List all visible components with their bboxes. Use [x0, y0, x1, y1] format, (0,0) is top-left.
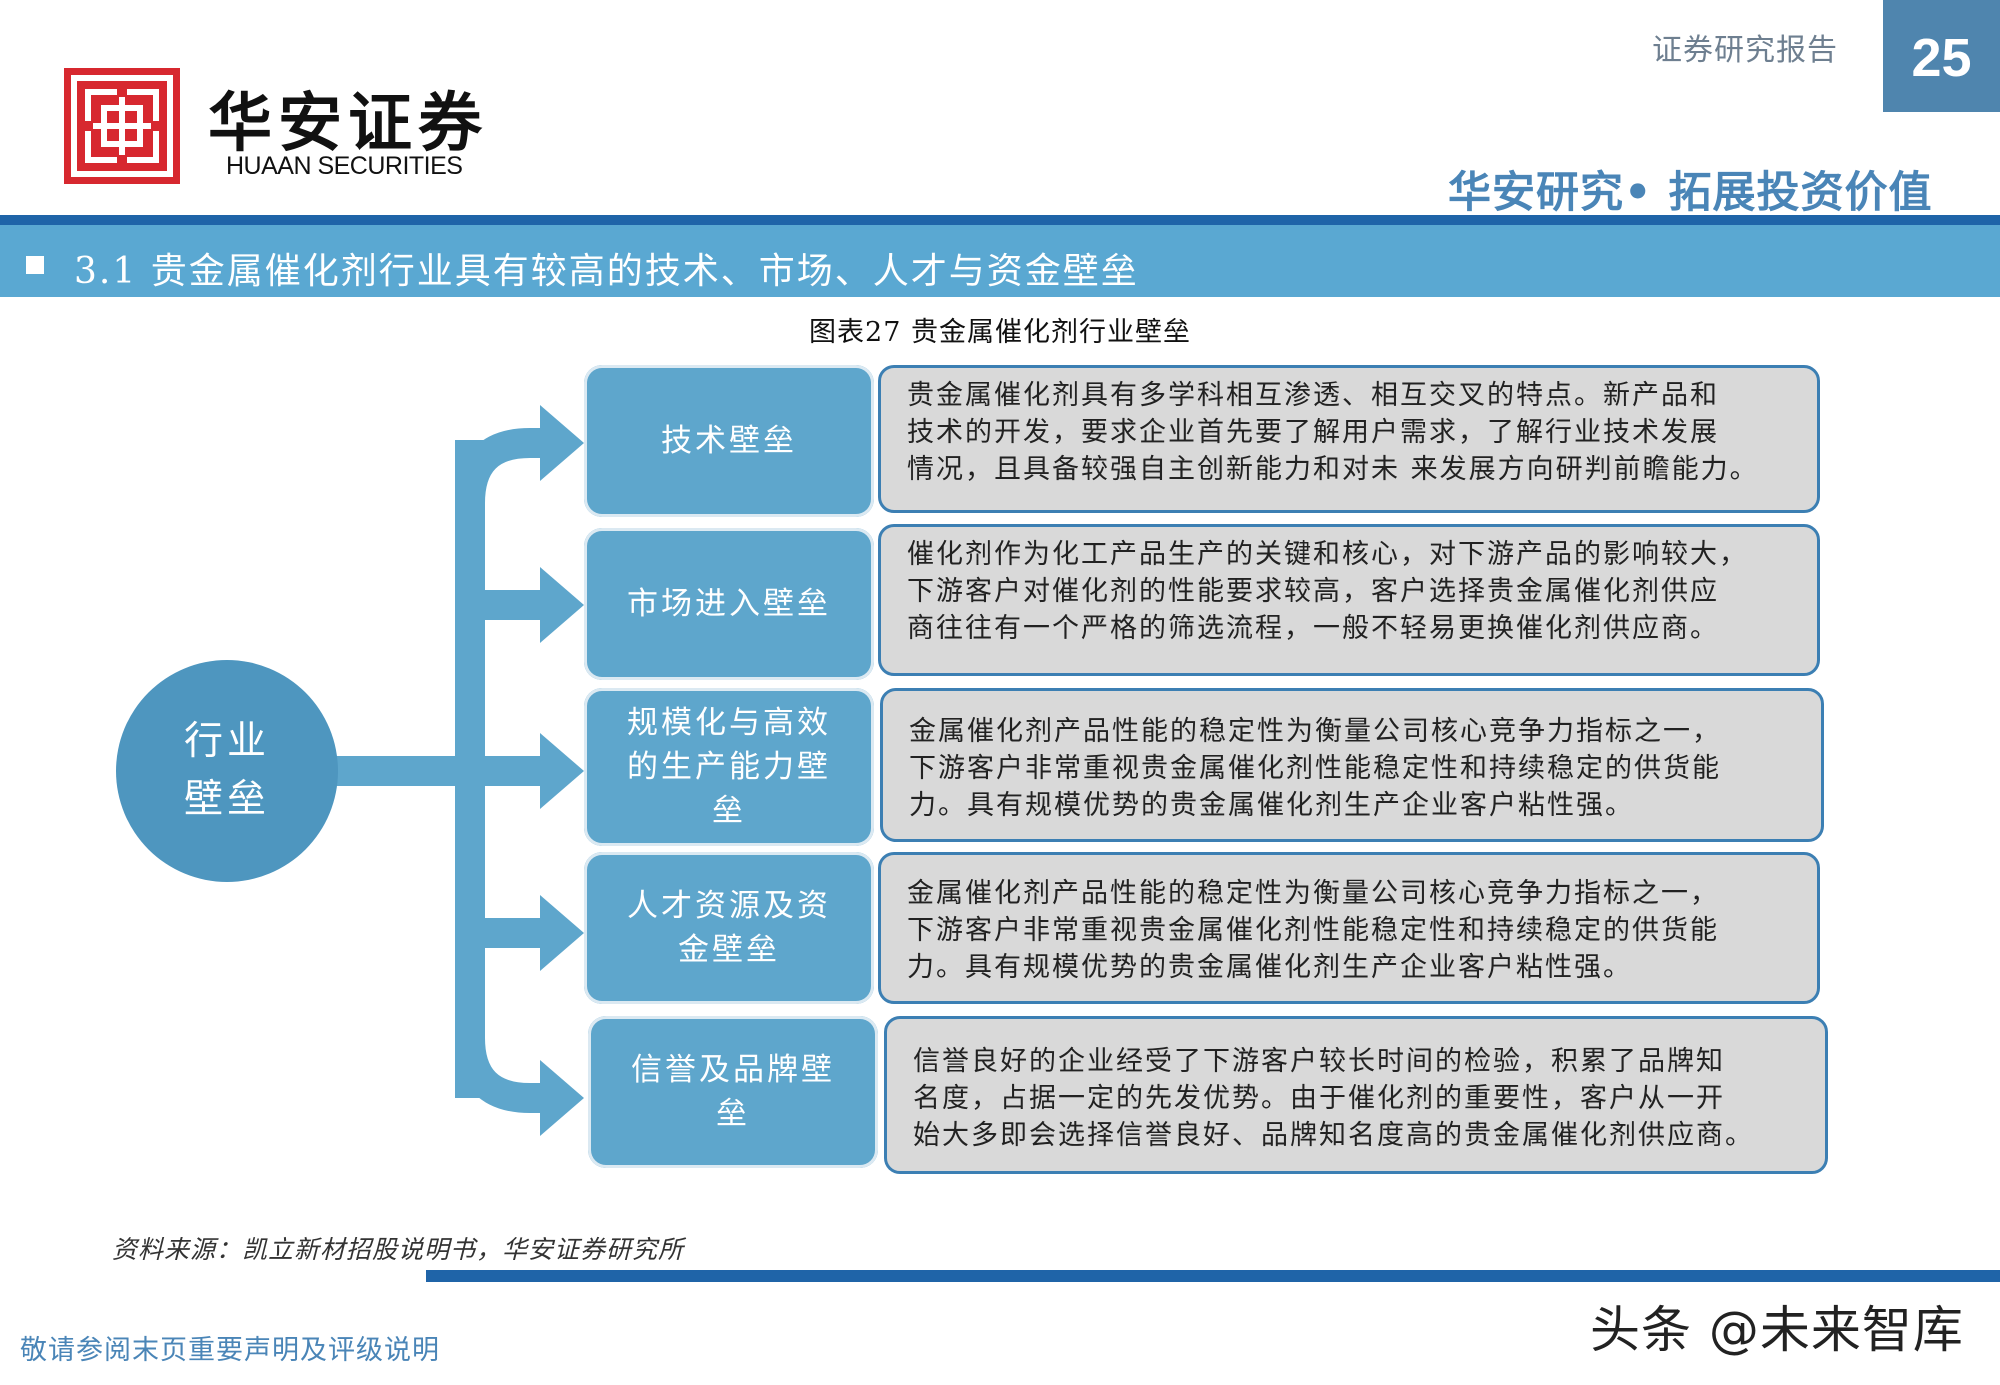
- barrier-desc-brand: 信誉良好的企业经受了下游客户较长时间的检验，积累了品牌知 名度，占据一定的先发优…: [884, 1016, 1828, 1174]
- hub-industry-barriers: 行业 壁垒: [116, 660, 338, 882]
- desc-line: 信誉良好的企业经受了下游客户较长时间的检验，积累了品牌知: [913, 1046, 1725, 1077]
- barrier-label-scale: 规模化与高效的生产能力壁垒: [584, 688, 874, 846]
- barrier-label-tech: 技术壁垒: [584, 365, 874, 517]
- desc-line: 名度，占据一定的先发优势。由于催化剂的重要性，客户从一开: [913, 1083, 1725, 1114]
- footer-disclaimer: 敬请参阅末页重要声明及评级说明: [20, 1335, 440, 1366]
- desc-line: 贵金属催化剂具有多学科相互渗透、相互交叉的特点。新产品和: [907, 380, 1719, 411]
- brand-name-en: HUAAN SECURITIES: [226, 152, 463, 180]
- arrow-head-3-icon: [540, 733, 584, 809]
- desc-line: 力。具有规模优势的贵金属催化剂生产企业客户粘性强。: [909, 790, 1634, 821]
- desc-line: 下游客户非常重视贵金属催化剂性能稳定性和持续稳定的供货能: [907, 915, 1719, 946]
- barrier-label-brand: 信誉及品牌壁垒: [588, 1016, 878, 1168]
- barrier-desc-scale: 金属催化剂产品性能的稳定性为衡量公司核心竞争力指标之一， 下游客户非常重视贵金属…: [880, 688, 1824, 842]
- arrow-head-2-icon: [540, 567, 584, 643]
- desc-line: 催化剂作为化工产品生产的关键和核心，对下游产品的影响较大，: [907, 539, 1748, 570]
- header-rule: [0, 215, 2000, 225]
- barrier-label-text: 技术壁垒: [661, 423, 797, 459]
- barrier-desc-talent: 金属催化剂产品性能的稳定性为衡量公司核心竞争力指标之一， 下游客户非常重视贵金属…: [878, 852, 1820, 1004]
- barrier-label-text: 人才资源及资金壁垒: [627, 888, 831, 968]
- section-title: 3.1 贵金属催化剂行业具有较高的技术、市场、人才与资金壁垒: [74, 251, 1139, 292]
- arrow-head-4-icon: [540, 895, 584, 971]
- footer-rule: [426, 1270, 2000, 1282]
- brand-name-cn: 华安证券: [208, 86, 488, 161]
- barrier-label-text: 市场进入壁垒: [627, 586, 831, 622]
- desc-line: 技术的开发，要求企业首先要了解用户需求，了解行业技术发展: [907, 417, 1719, 448]
- hub-line-2: 壁垒: [183, 777, 270, 822]
- desc-line: 商往往有一个严格的筛选流程，一般不轻易更换催化剂供应商。: [907, 613, 1719, 644]
- barrier-label-text: 信誉及品牌壁垒: [631, 1052, 835, 1132]
- barrier-desc-market: 催化剂作为化工产品生产的关键和核心，对下游产品的影响较大， 下游客户对催化剂的性…: [878, 524, 1820, 676]
- barrier-label-market: 市场进入壁垒: [584, 528, 874, 680]
- report-type: 证券研究报告: [1652, 33, 1838, 68]
- desc-line: 下游客户非常重视贵金属催化剂性能稳定性和持续稳定的供货能: [909, 753, 1721, 784]
- page-number: 25: [1883, 0, 2000, 112]
- desc-line: 情况，且具备较强自主创新能力和对未 来发展方向研判前瞻能力。: [907, 454, 1759, 485]
- hub-line-1: 行业: [183, 719, 270, 764]
- watermark: 头条 @未来智库: [1590, 1301, 1964, 1359]
- figure-caption: 图表27 贵金属催化剂行业壁垒: [809, 317, 1191, 348]
- slogan: 华安研究• 拓展投资价值: [1448, 168, 1933, 218]
- barrier-label-text: 规模化与高效的生产能力壁垒: [627, 705, 831, 829]
- figure-source: 资料来源：凯立新材招股说明书，华安证券研究所: [112, 1235, 685, 1264]
- square-bullet-icon: [26, 256, 44, 274]
- arrow-head-5-icon: [540, 1060, 584, 1136]
- section-bar: [0, 225, 2000, 297]
- desc-line: 金属催化剂产品性能的稳定性为衡量公司核心竞争力指标之一，: [907, 878, 1719, 909]
- desc-line: 金属催化剂产品性能的稳定性为衡量公司核心竞争力指标之一，: [909, 716, 1721, 747]
- desc-line: 下游客户对催化剂的性能要求较高，客户选择贵金属催化剂供应: [907, 576, 1719, 607]
- arrow-head-1-icon: [540, 405, 584, 481]
- desc-line: 力。具有规模优势的贵金属催化剂生产企业客户粘性强。: [907, 952, 1632, 983]
- huaan-logo-icon: [64, 68, 180, 184]
- desc-line: 始大多即会选择信誉良好、品牌知名度高的贵金属催化剂供应商。: [913, 1120, 1754, 1151]
- barrier-label-talent: 人才资源及资金壁垒: [584, 852, 874, 1004]
- barrier-desc-tech: 贵金属催化剂具有多学科相互渗透、相互交叉的特点。新产品和 技术的开发，要求企业首…: [878, 365, 1820, 513]
